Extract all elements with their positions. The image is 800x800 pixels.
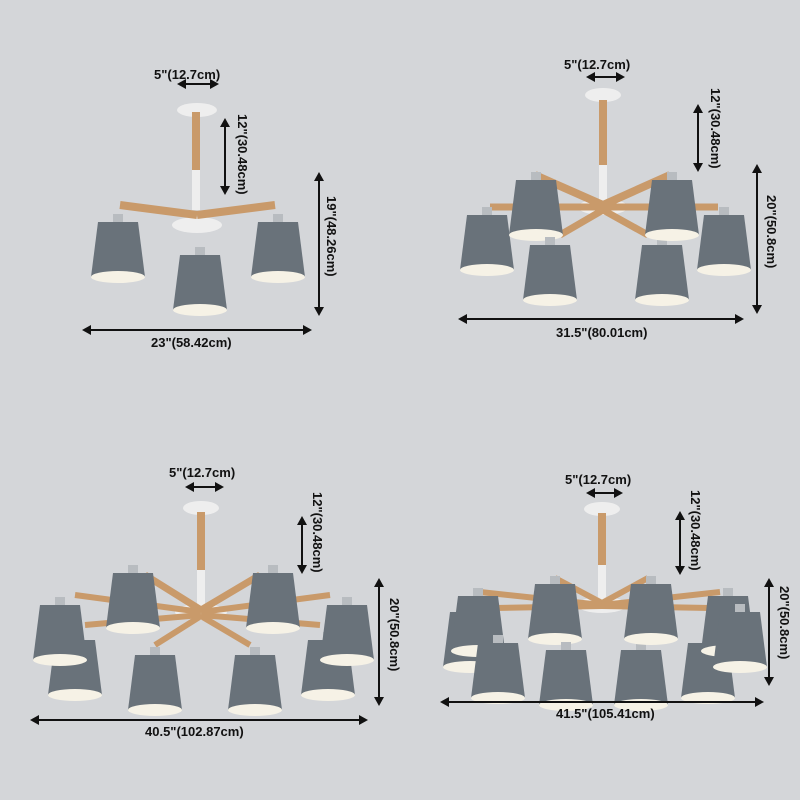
chandelier-10-light (443, 502, 767, 711)
drop-length-arrow (697, 108, 699, 168)
width-arrow (86, 329, 308, 331)
chandelier-3-light (91, 103, 305, 316)
arrow-right-icon (614, 488, 623, 498)
arrow-down-icon (374, 697, 384, 706)
arrow-left-icon (586, 72, 595, 82)
canopy-width-label: 5"(12.7cm) (154, 67, 221, 82)
drop-length-arrow (224, 122, 226, 192)
arrow-up-icon (220, 118, 230, 127)
arrow-up-icon (675, 511, 685, 520)
drop-length-arrow (301, 520, 303, 570)
arrow-left-icon (440, 697, 449, 707)
arrow-up-icon (297, 516, 307, 525)
drop-length-arrow (679, 515, 681, 570)
arrow-down-icon (220, 186, 230, 195)
arrow-down-icon (297, 565, 307, 574)
drop-length-label: 12"(30.48cm) (310, 492, 325, 573)
width-arrow (444, 701, 760, 703)
arrow-left-icon (185, 482, 194, 492)
canopy-width-label: 5"(12.7cm) (565, 472, 632, 487)
width-arrow (34, 719, 364, 721)
arrow-down-icon (764, 677, 774, 686)
chandelier-6-light (460, 88, 751, 306)
arrow-up-icon (764, 578, 774, 587)
arrow-right-icon (303, 325, 312, 335)
arrow-up-icon (314, 172, 324, 181)
width-arrow (462, 318, 740, 320)
canopy-width-arrow (181, 83, 215, 85)
height-arrow (318, 176, 320, 312)
drop-length-label: 12"(30.48cm) (235, 114, 250, 195)
arrow-up-icon (693, 104, 703, 113)
canopy-width-arrow (590, 492, 618, 494)
height-arrow (768, 582, 770, 682)
drop-length-label: 12"(30.48cm) (708, 88, 723, 169)
arrow-right-icon (210, 79, 219, 89)
height-label: 19"(48.26cm) (324, 196, 339, 277)
arrow-down-icon (752, 305, 762, 314)
width-label: 31.5"(80.01cm) (556, 325, 648, 340)
drop-length-label: 12"(30.48cm) (688, 490, 703, 571)
width-label: 23"(58.42cm) (151, 335, 232, 350)
height-arrow (378, 582, 380, 702)
canopy-width-label: 5"(12.7cm) (169, 465, 236, 480)
height-label: 20"(50.8cm) (387, 598, 402, 672)
arrow-left-icon (586, 488, 595, 498)
height-arrow (756, 168, 758, 310)
width-label: 41.5"(105.41cm) (556, 706, 655, 721)
arrow-down-icon (693, 163, 703, 172)
arrow-left-icon (177, 79, 186, 89)
arrow-right-icon (755, 697, 764, 707)
arrow-right-icon (359, 715, 368, 725)
width-label: 40.5"(102.87cm) (145, 724, 244, 739)
canopy-width-arrow (189, 486, 219, 488)
arrow-right-icon (215, 482, 224, 492)
height-label: 20"(50.8cm) (764, 195, 779, 269)
height-label: 20"(50.8cm) (777, 586, 792, 660)
arrow-up-icon (374, 578, 384, 587)
arrow-right-icon (735, 314, 744, 324)
arrow-right-icon (616, 72, 625, 82)
arrow-up-icon (752, 164, 762, 173)
arrow-left-icon (82, 325, 91, 335)
arrow-left-icon (458, 314, 467, 324)
arrow-down-icon (314, 307, 324, 316)
arrow-left-icon (30, 715, 39, 725)
canopy-width-arrow (590, 76, 620, 78)
arrow-down-icon (675, 566, 685, 575)
canopy-width-label: 5"(12.7cm) (564, 57, 631, 72)
chandelier-8-light (33, 501, 374, 716)
